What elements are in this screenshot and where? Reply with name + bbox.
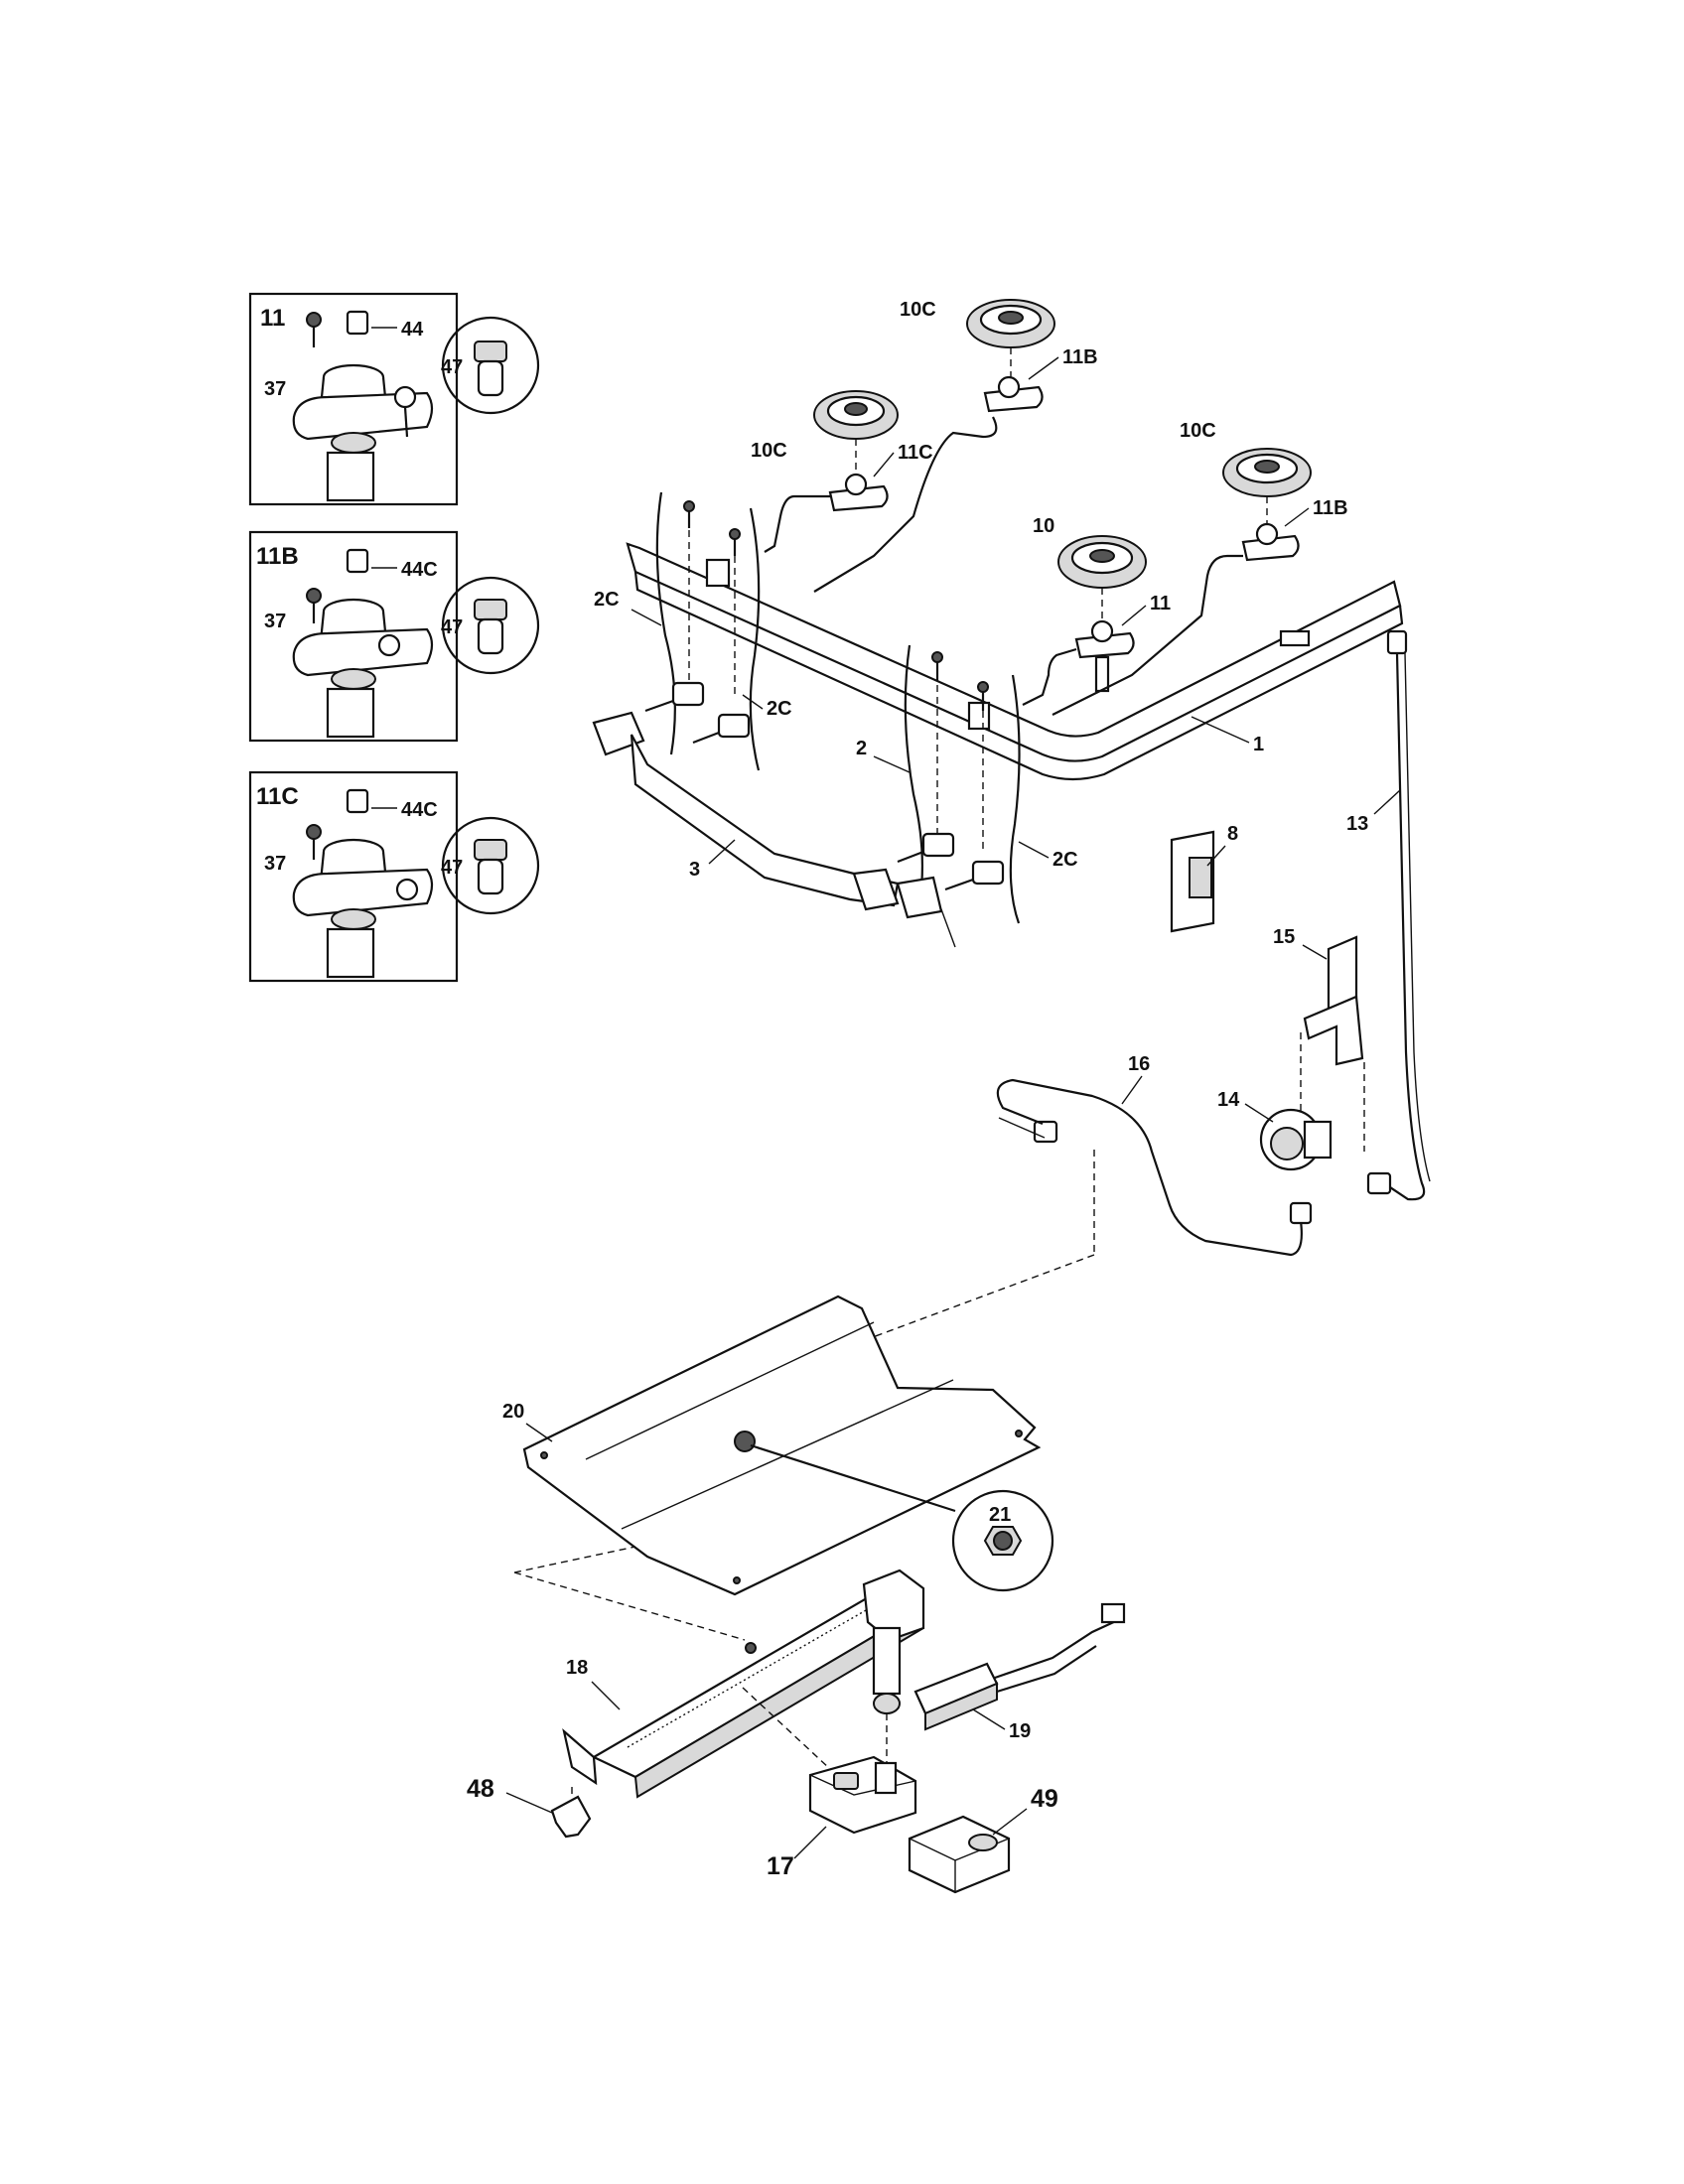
svg-text:10C: 10C [900,299,936,321]
igniter: 19 [913,1602,1126,1742]
svg-text:11: 11 [1150,593,1171,614]
label-orifice: 44C [401,559,438,581]
manifold: 1 [626,542,1404,781]
inset-box-11B: 11B 44C 37 47 [248,530,540,743]
svg-text:2: 2 [856,738,867,759]
svg-text:10: 10 [1033,515,1054,537]
valve-left-inner: 2C [692,507,792,771]
burner-tubes [764,416,1243,716]
svg-text:1: 1 [1253,734,1264,755]
supply-tube: 13 [1346,629,1431,1201]
svg-text:2C: 2C [767,698,792,720]
label-detail: 47 [441,356,463,378]
inset-title: 11C [256,783,299,810]
assembly-line [853,1254,1095,1345]
svg-text:16: 16 [1128,1053,1150,1075]
burner-valve-left: 11C [828,442,933,512]
svg-text:49: 49 [1031,1785,1058,1813]
manifold-bracket: 3 [592,711,956,948]
burner-head-left: 10C [751,390,899,473]
valve-screws [683,500,989,854]
regulator-bracket: 15 [1273,926,1365,1152]
oven-tube: 16 [996,1053,1313,1257]
valve-cover: 49 [908,1785,1058,1894]
burner-head-front: 10 [1033,515,1147,619]
burner-valve-front: 11 [1074,593,1171,693]
oven-burner: 18 [562,1569,925,1799]
label-orifice: 44C [401,799,438,821]
burner-head-right: 10C [1180,420,1312,524]
inset-box-11: 11 44 37 47 [248,292,540,506]
svg-text:10C: 10C [751,440,787,462]
svg-text:19: 19 [1009,1720,1031,1742]
label-detail: 47 [441,857,463,879]
svg-text:2C: 2C [594,589,620,611]
svg-text:48: 48 [467,1775,494,1803]
burner-bracket: 48 [467,1775,592,1839]
svg-text:17: 17 [767,1852,794,1880]
valve-right: 2C [944,674,1078,924]
safety-valve: 17 [767,1755,917,1880]
svg-text:11C: 11C [898,442,933,464]
svg-text:10C: 10C [1180,420,1216,442]
label-screw: 37 [264,611,286,632]
spark-module: 8 [1170,823,1238,933]
burner-head-rear-center: 10C [900,299,1055,377]
inset-title: 11B [256,543,299,570]
burner-valve-right: 11B [1241,497,1348,562]
svg-text:15: 15 [1273,926,1295,948]
inset-box-11C: 11C 44C 37 47 [248,770,540,983]
svg-text:11B: 11B [1313,497,1348,519]
svg-text:8: 8 [1227,823,1238,845]
svg-text:13: 13 [1346,813,1368,835]
nut-detail: 21 [734,1431,1054,1592]
svg-text:18: 18 [566,1657,588,1679]
regulator: 14 [1217,1089,1333,1171]
label-orifice: 44 [401,319,424,341]
label-screw: 37 [264,378,286,400]
svg-text:20: 20 [502,1401,524,1423]
inset-title: 11 [260,305,285,332]
label-screw: 37 [264,853,286,875]
label-detail: 47 [441,616,463,638]
svg-text:3: 3 [689,859,700,881]
valve-center: 2 [856,644,955,904]
svg-text:21: 21 [989,1504,1011,1526]
svg-text:14: 14 [1217,1089,1240,1111]
valve-left-outer: 2C [594,491,705,755]
burner-valve-rear-center: 11B [983,346,1098,413]
svg-text:2C: 2C [1052,849,1078,871]
svg-text:11B: 11B [1062,346,1098,368]
oven-baffle: 20 [502,1295,1042,1641]
